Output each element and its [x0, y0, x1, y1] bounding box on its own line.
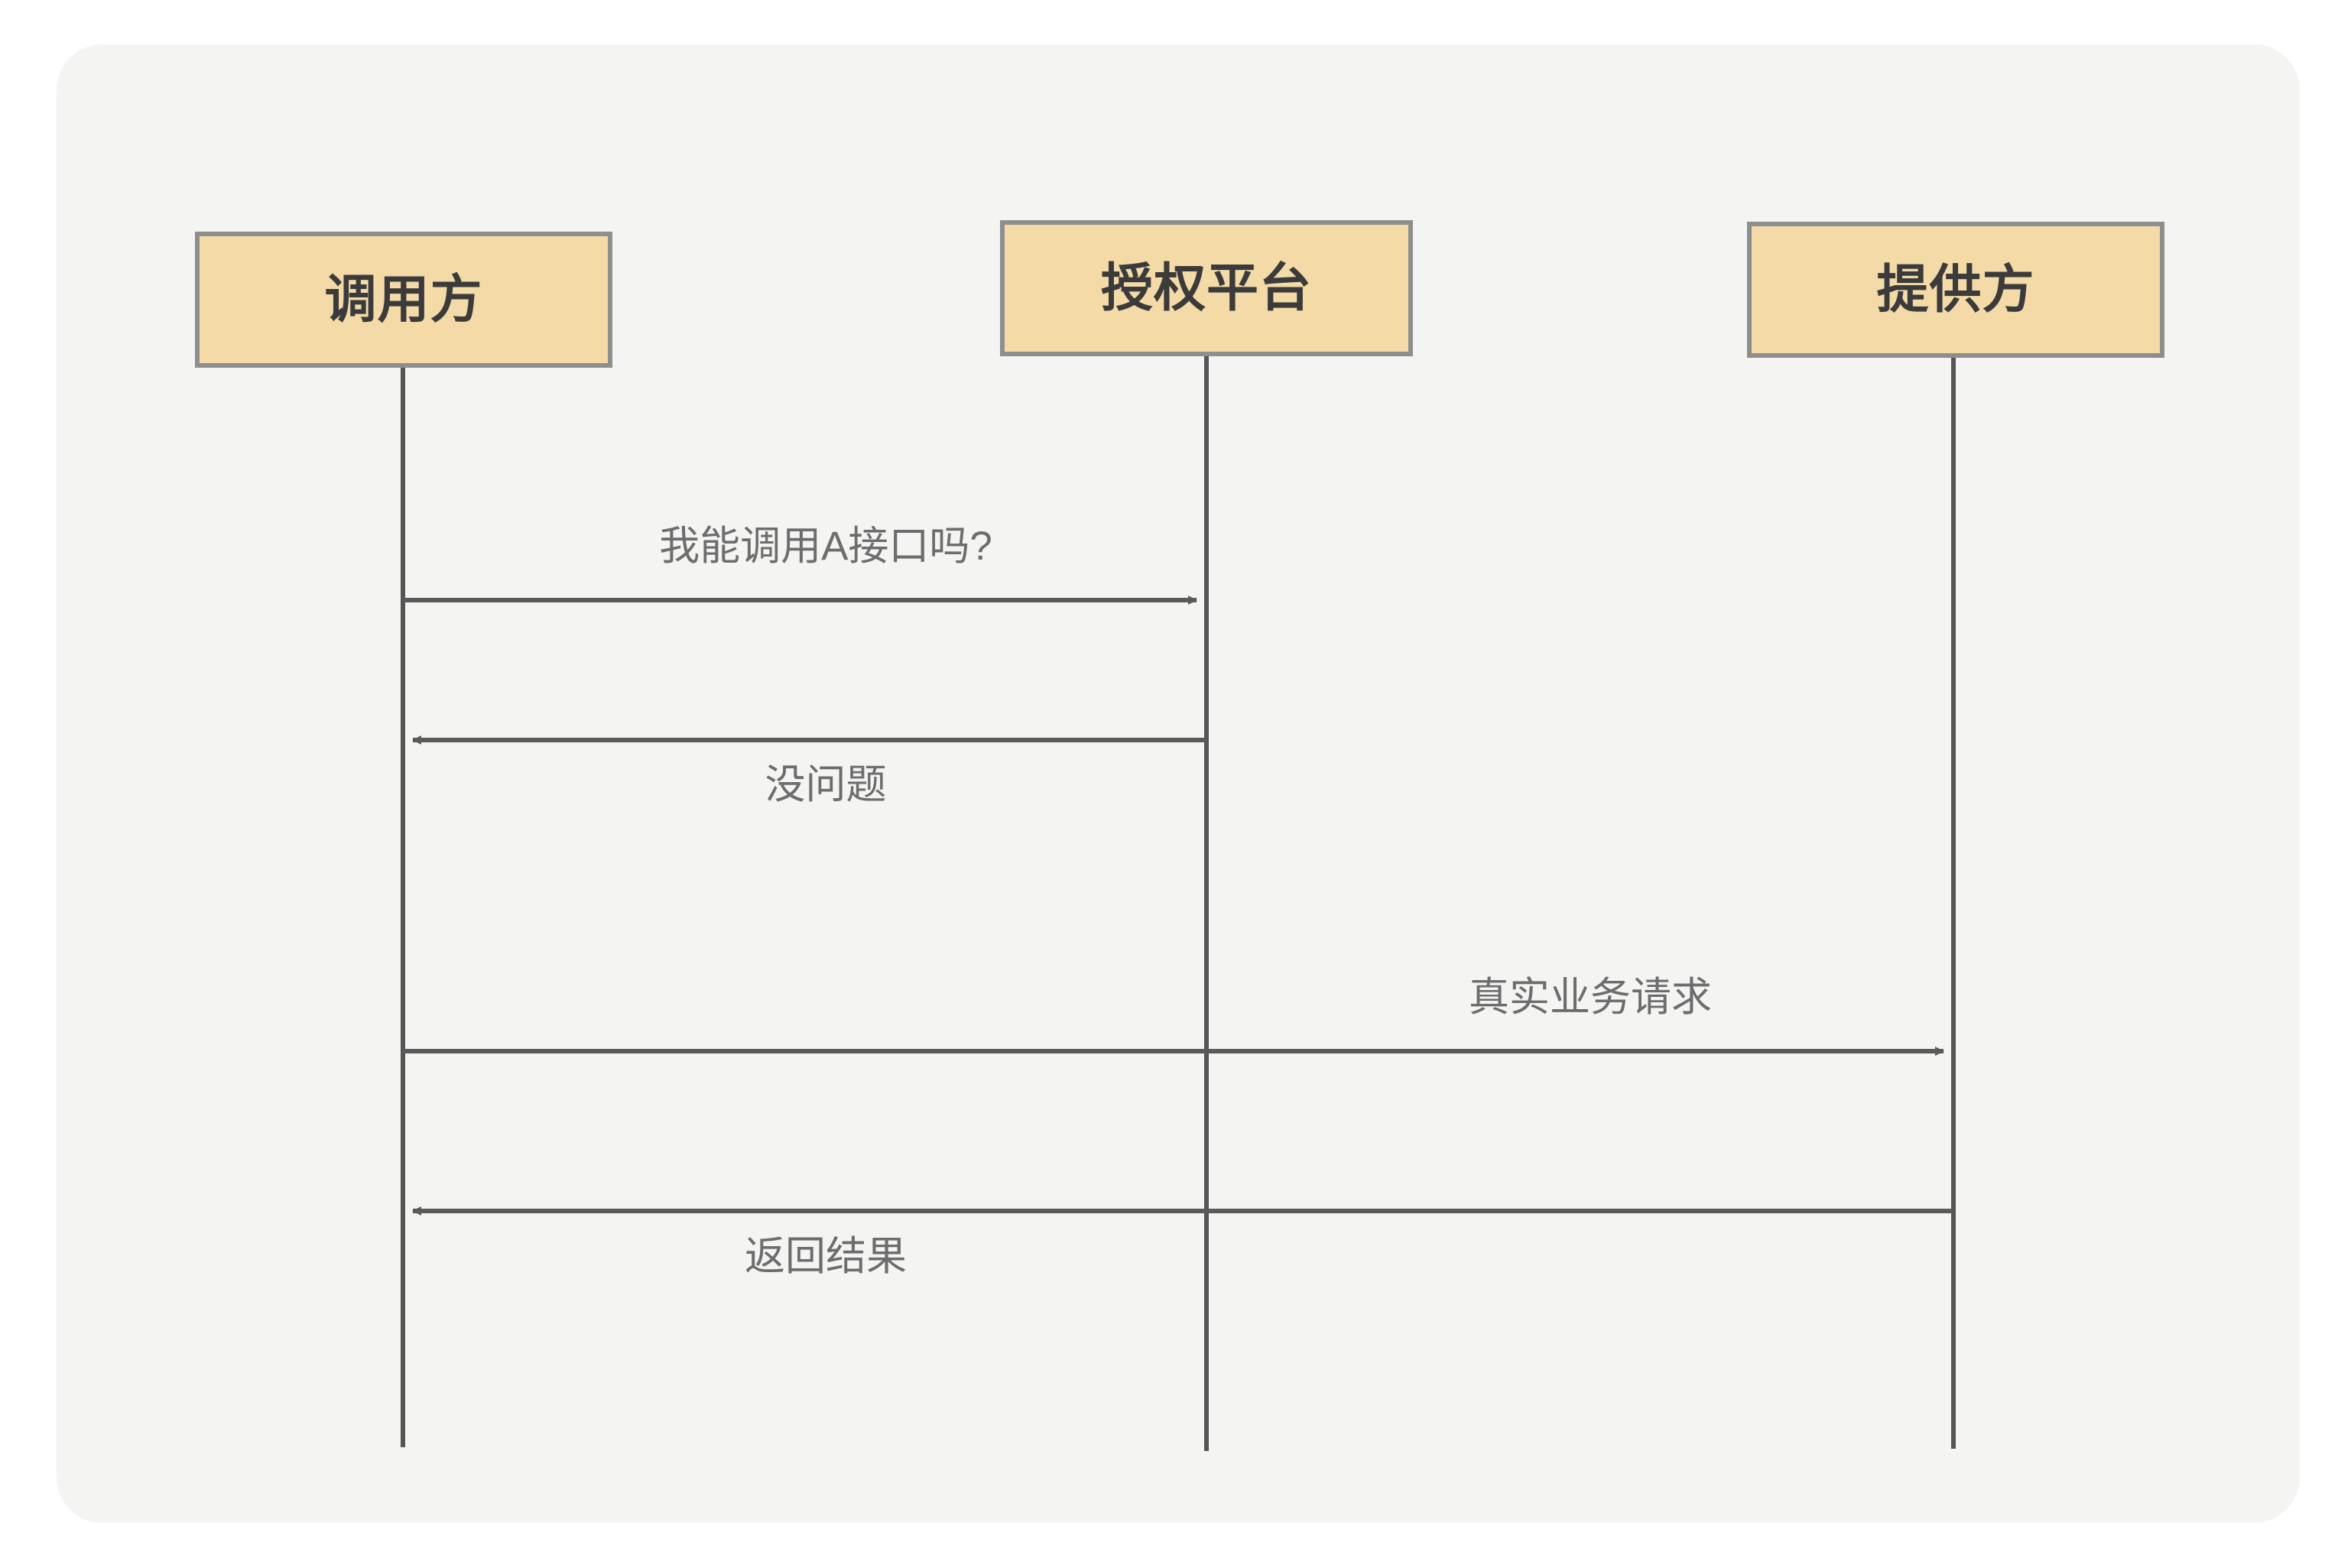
actor-label-caller: 调用方: [324, 271, 483, 329]
actor-box-caller[interactable]: 调用方: [195, 232, 612, 368]
lifelines-group: [401, 356, 1956, 1451]
message-label-1: 我能调用A接口吗?: [659, 524, 992, 569]
actor-box-auth-platform[interactable]: 授权平台: [1000, 220, 1413, 356]
message-label-2: 没问题: [765, 762, 887, 807]
actor-box-provider[interactable]: 提供方: [1747, 222, 2164, 358]
message-label-3: 真实业务请求: [1469, 975, 1712, 1020]
message-label-4: 返回结果: [745, 1234, 907, 1279]
actor-label-provider: 提供方: [1876, 261, 2035, 319]
message-arrows-group: [403, 596, 1953, 1216]
actor-label-auth-platform: 授权平台: [1100, 259, 1312, 317]
